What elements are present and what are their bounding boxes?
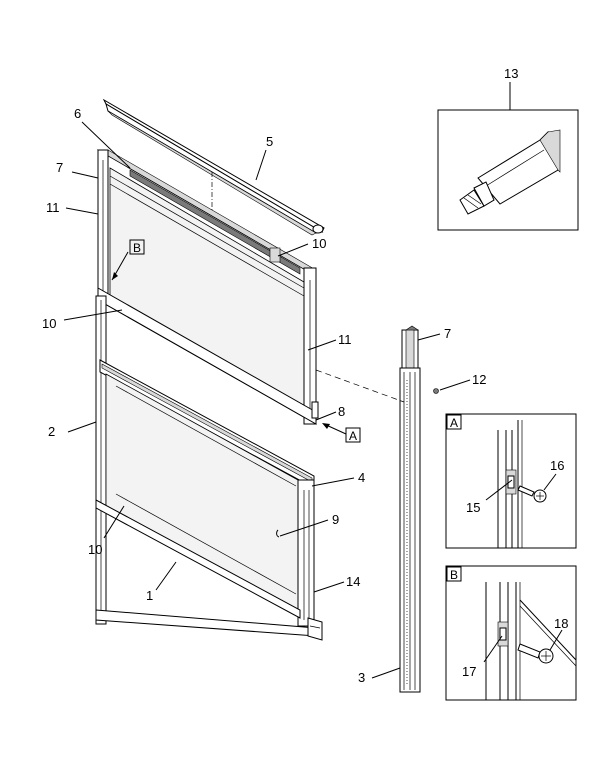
callout-10-bottom: 10	[88, 542, 102, 557]
callout-6: 6	[74, 106, 81, 121]
callout-9: 9	[332, 512, 339, 527]
callout-13: 13	[504, 66, 518, 81]
callout-18: 18	[554, 616, 568, 631]
callout-16: 16	[550, 458, 564, 473]
callout-2: 2	[48, 424, 55, 439]
assembly-line	[315, 369, 405, 403]
detail-label-a-box	[446, 414, 462, 430]
sealant-tube-box	[437, 109, 579, 231]
arrow-b	[112, 272, 118, 280]
callout-11-left: 11	[46, 200, 60, 215]
marker-b-box	[129, 239, 145, 255]
callout-7-left: 7	[56, 160, 63, 175]
detail-b-letter: B	[450, 568, 458, 582]
detail-box-13	[437, 109, 579, 231]
marker-b-letter: B	[133, 241, 141, 255]
callout-4: 4	[358, 470, 365, 485]
detail-label-b-box	[446, 566, 462, 582]
detail-box-b	[445, 565, 577, 701]
callout-7-right: 7	[444, 326, 451, 341]
callout-14: 14	[346, 574, 360, 589]
marker-a-letter: A	[349, 429, 357, 443]
upper-sash-frame	[96, 149, 319, 425]
callout-17: 17	[462, 664, 476, 679]
callout-8: 8	[338, 404, 345, 419]
screw-part-12	[433, 388, 439, 394]
lower-sash-frame	[95, 295, 323, 641]
detail-a-letter: A	[450, 416, 458, 430]
callout-11-right: 11	[338, 332, 352, 347]
vertical-jamb-part-3	[399, 325, 421, 693]
marker-a-box	[345, 427, 361, 443]
callout-1: 1	[146, 588, 153, 603]
detail-box-a	[445, 413, 577, 549]
leader-lines	[63, 82, 563, 679]
callout-15: 15	[466, 500, 480, 515]
callout-10-mid: 10	[42, 316, 56, 331]
callout-5: 5	[266, 134, 273, 149]
callout-3: 3	[358, 670, 365, 685]
callout-12: 12	[472, 372, 486, 387]
arrow-a	[322, 423, 330, 429]
callout-10-top: 10	[312, 236, 326, 251]
